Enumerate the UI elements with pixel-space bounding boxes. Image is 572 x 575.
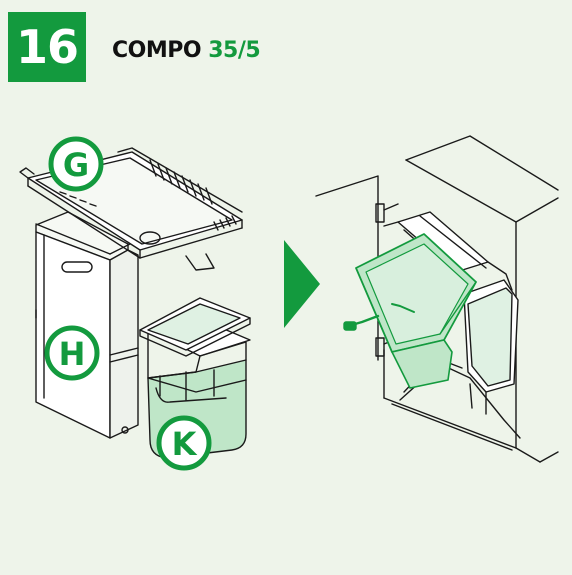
bin-h-drawing bbox=[35, 211, 139, 439]
label-h: H bbox=[44, 325, 100, 381]
label-k: K bbox=[156, 415, 212, 471]
page-title: COMPO 35/5 bbox=[112, 38, 261, 63]
svg-text:K: K bbox=[172, 425, 198, 463]
label-g: G bbox=[48, 136, 104, 192]
installed-front-bin bbox=[355, 233, 477, 389]
svg-text:G: G bbox=[63, 146, 89, 184]
arrow-right-icon bbox=[284, 240, 320, 328]
title-model: 35/5 bbox=[208, 38, 261, 63]
title-main: COMPO bbox=[112, 38, 202, 63]
step-number-badge: 16 bbox=[8, 12, 86, 82]
svg-text:H: H bbox=[59, 335, 86, 373]
installed-rear-bin bbox=[463, 279, 519, 415]
lid-drawing bbox=[139, 297, 251, 357]
installed-handle bbox=[343, 314, 380, 331]
step-number: 16 bbox=[15, 20, 79, 74]
